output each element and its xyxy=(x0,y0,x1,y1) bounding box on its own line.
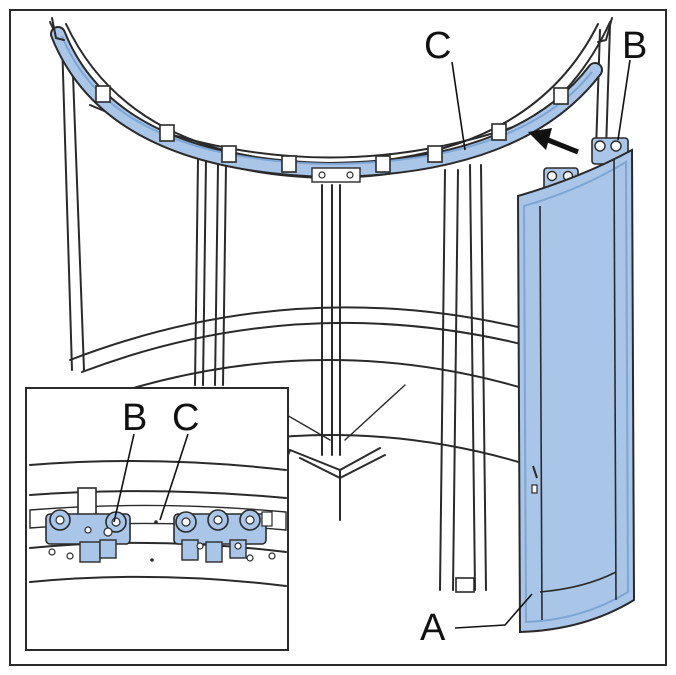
inset-rail-bolts xyxy=(48,548,276,562)
curved-guide-rail xyxy=(50,17,613,179)
label-guide-rail: C xyxy=(424,25,451,67)
door-leaf-a xyxy=(516,148,636,634)
label-door-leaf: A xyxy=(420,607,446,649)
leader-a xyxy=(454,593,533,629)
figure-border xyxy=(9,9,667,666)
arrow-up-left-icon xyxy=(528,128,579,155)
center-rail-hardware xyxy=(311,167,361,183)
detail-inset: B C xyxy=(25,387,289,651)
label-roller-carriage: B xyxy=(622,25,647,67)
rail-bracket-row xyxy=(95,85,569,173)
inset-label-carriage: B xyxy=(122,397,147,439)
leader-b xyxy=(617,59,631,141)
inset-label-rail: C xyxy=(172,397,199,439)
inset-roller-carriage-left xyxy=(45,509,131,563)
inset-roller-carriage-right xyxy=(173,509,273,563)
leader-c xyxy=(451,61,466,151)
